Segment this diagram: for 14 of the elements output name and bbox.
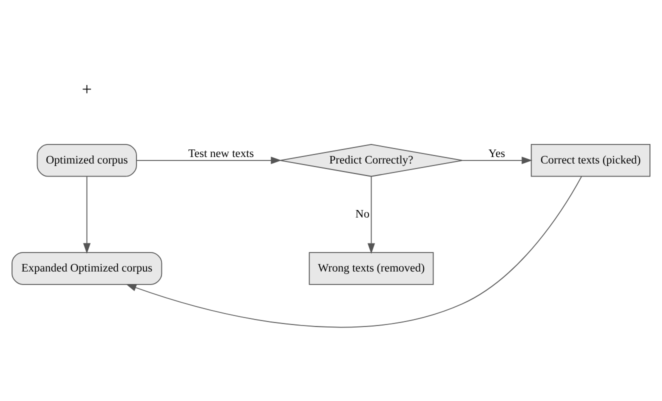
node-box: Wrong texts (removed) [308, 252, 434, 284]
edge-label: Yes [488, 148, 506, 160]
label: + [82, 78, 92, 98]
node-diamond: Predict Correctly? [280, 144, 463, 176]
edge-label: Test new texts [188, 148, 254, 160]
edge-label: No [355, 208, 370, 220]
node-box: Optimized corpus [36, 144, 137, 176]
arrow [462, 156, 532, 164]
node-box: Expanded Optimized corpus [12, 252, 162, 284]
node-box: Correct texts (picked) [530, 144, 650, 176]
arrow [136, 156, 282, 164]
arrow [368, 175, 375, 254]
arrow [126, 176, 582, 328]
arrow [83, 176, 91, 254]
